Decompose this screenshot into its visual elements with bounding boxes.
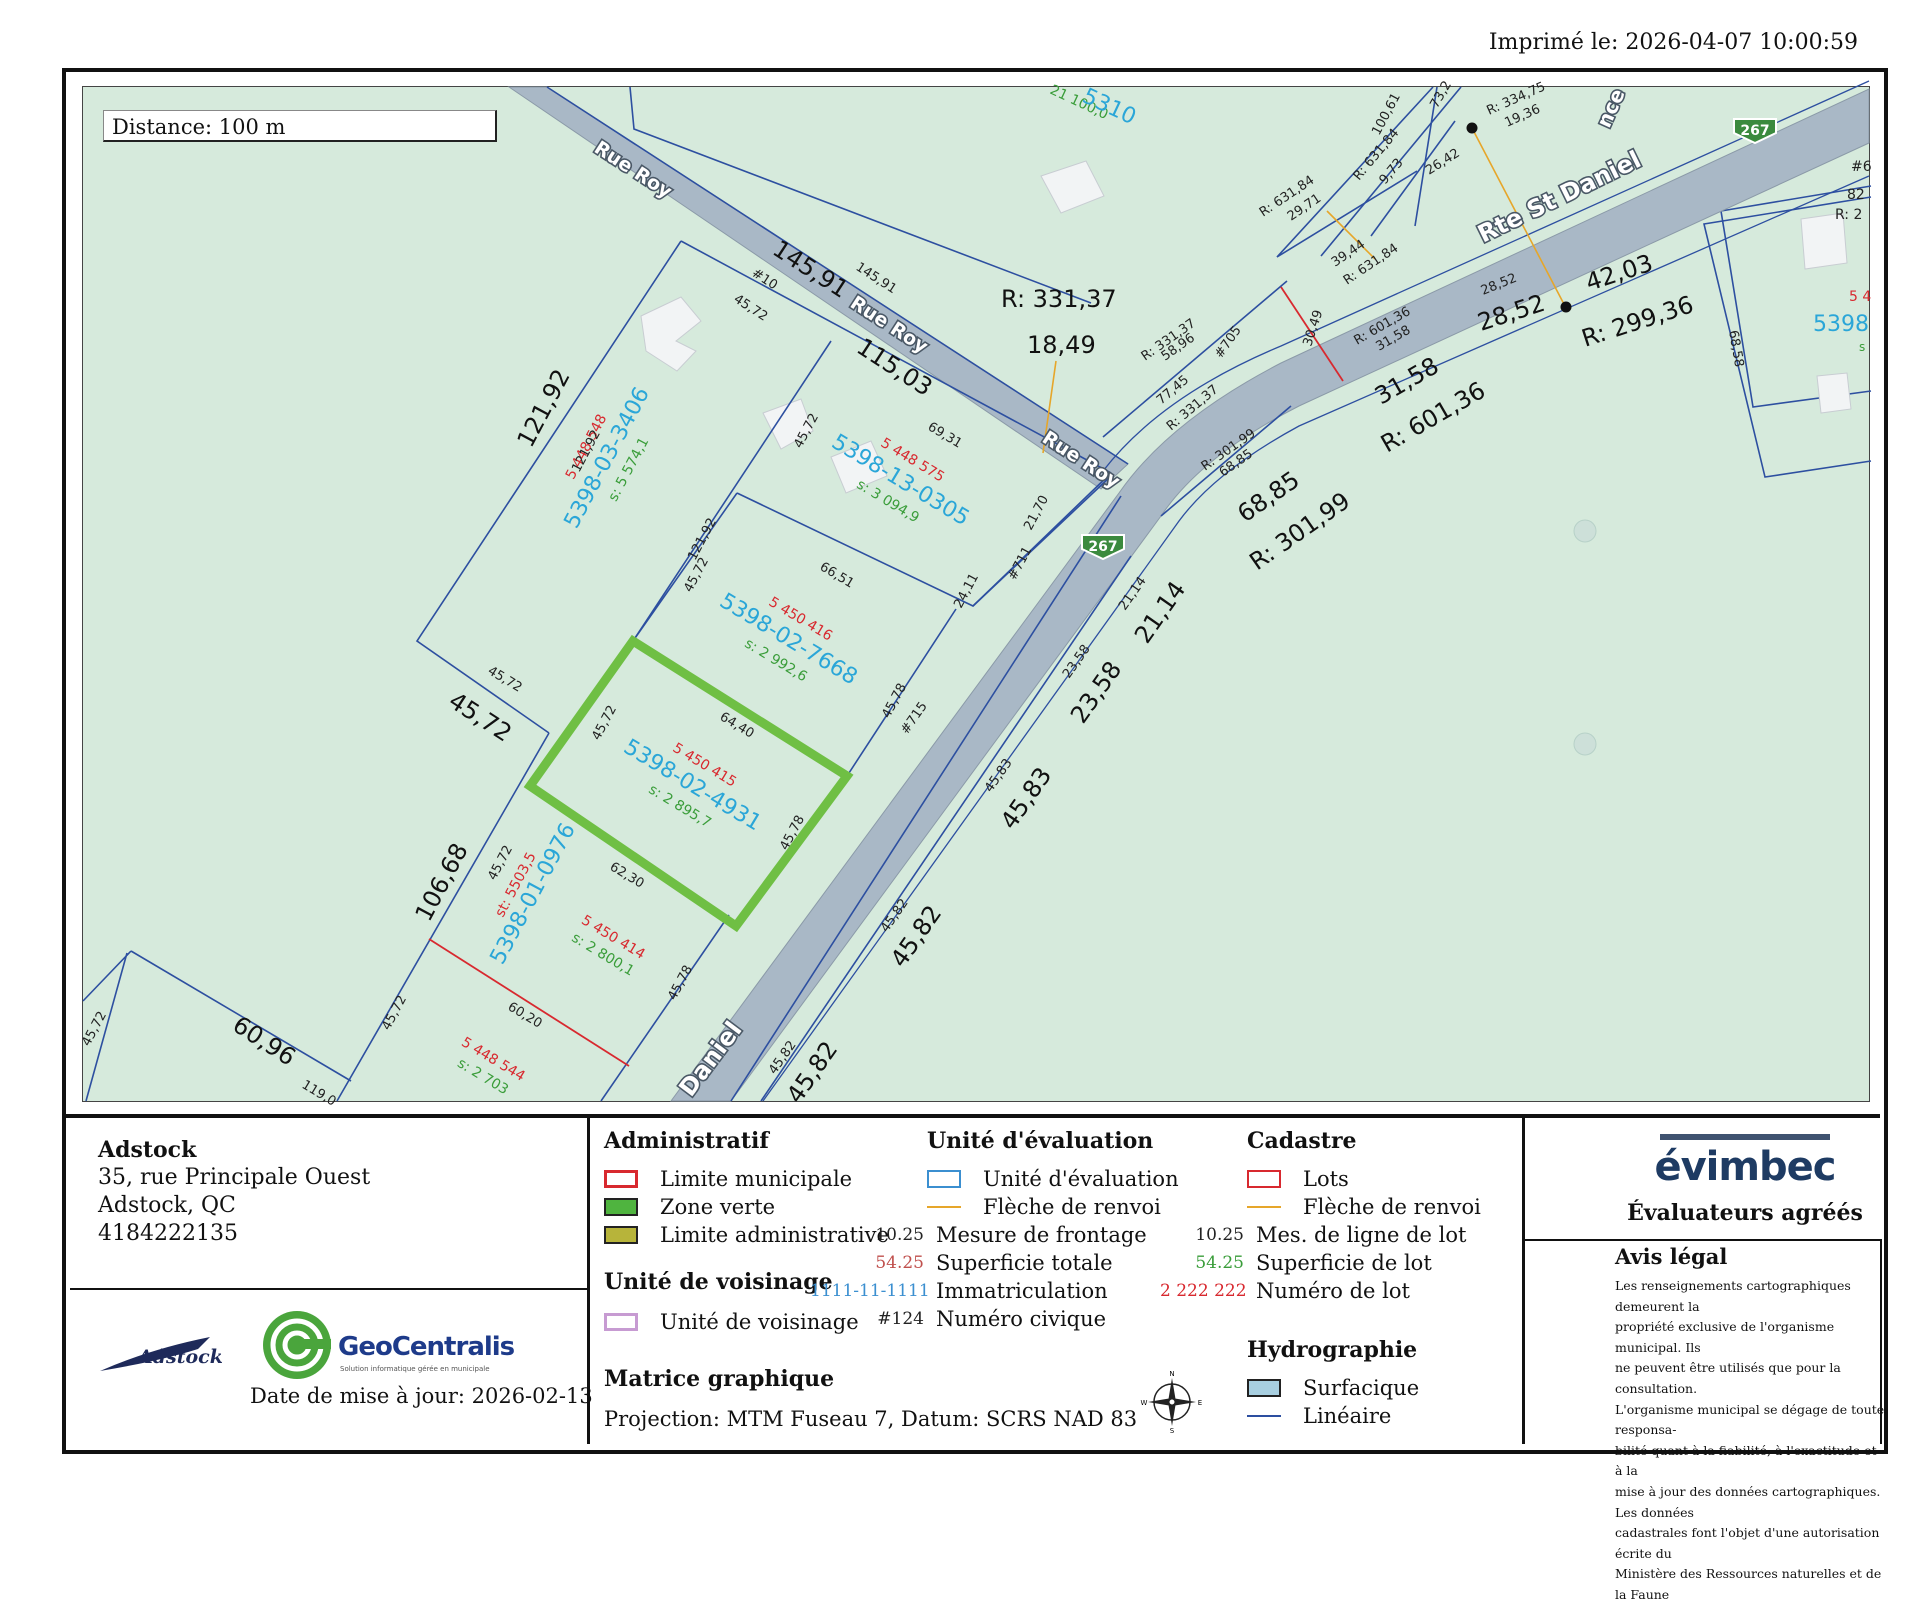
legend-divider [70,1288,588,1290]
lot-lines [82,86,1292,1102]
legend-limite-administrative: Limite administrative [604,1223,889,1247]
logos-svg: Adstock GeoCentralis Solution informatiq… [100,1311,516,1379]
route-shield-mid: 267 [1081,534,1125,561]
hydro-title: Hydrographie [1247,1337,1418,1363]
route-shield-label: 267 [1088,539,1117,555]
buildings [640,160,1852,494]
compass-n: N [1169,1370,1174,1378]
fleche-evaluation-swatch [927,1206,961,1208]
evaluation-title: Unité d'évaluation [927,1128,1154,1154]
route-shield-label: 267 [1740,123,1769,139]
org-street: 35, rue Principale Ouest [98,1165,371,1190]
route-shield-top: 267 [1733,118,1777,145]
printed-date: Imprimé le: 2026-04-07 10:00:59 [1488,30,1858,55]
partial-area: s [1859,340,1865,354]
legend-divider [1522,1114,1525,1444]
page-frame [62,68,1888,1454]
arrow-point [1560,301,1572,313]
org-name: Adstock [98,1137,197,1163]
measure: R: 331,37 [1001,285,1117,313]
org-city: Adstock, QC [98,1193,236,1218]
matrice-title: Matrice graphique [604,1366,835,1392]
legend-panel: Adstock 35, rue Principale Ouest Adstock… [62,1114,1884,1602]
legend-unite-evaluation: Unité d'évaluation [927,1167,1179,1191]
lineaire-swatch [1247,1415,1281,1417]
legend-divider [587,1114,590,1444]
legend-immatriculation: 1111-11-1111 Immatriculation [810,1279,1108,1303]
marker-icon [1573,732,1597,756]
geocentralis-tagline: Solution informatique gérée en municipal… [340,1365,490,1373]
legend-superficie-lot: 54.25 Superficie de lot [1195,1251,1432,1275]
avis-title: Avis légal [1615,1244,1728,1269]
legend-fleche-evaluation: Flèche de renvoi [927,1195,1161,1219]
adstock-swoosh [100,1337,210,1371]
legend-superficie-totale: 54.25 Superficie totale [875,1251,1113,1275]
unite-evaluation-swatch [927,1170,961,1188]
evimbec-tagline: Évaluateurs agréés [1627,1200,1863,1226]
compass-e: E [1198,1399,1202,1407]
legend-fleche-cadastre: Flèche de renvoi [1247,1195,1481,1219]
zone-verte-swatch [604,1198,638,1216]
road-edges [762,80,1870,1102]
selected-lot-outline [523,634,854,933]
limite-municipale-swatch [604,1170,638,1188]
measure: 18,49 [1027,331,1096,359]
lots-swatch [1247,1170,1281,1188]
admin-title: Administratif [604,1128,769,1154]
top-parcel [629,86,1092,304]
partial-matricule: 5398 [1813,312,1869,337]
partial-measure: 82 [1847,187,1865,203]
evimbec-logo-bar [1660,1134,1830,1140]
legend-voisinage: Unité de voisinage [604,1310,859,1334]
compass-rose: N S E W [1140,1370,1204,1438]
legend-lineaire: Linéaire [1247,1404,1391,1428]
scale-distance: Distance: 100 m [103,110,497,142]
logos: Adstock GeoCentralis Solution informatiq… [90,1309,620,1429]
roads [507,86,1870,1102]
voisinage-title: Unité de voisinage [604,1269,833,1295]
avis-divider [1525,1239,1880,1241]
right-parcels [1102,86,1872,478]
surfacique-swatch [1247,1379,1281,1397]
legend-numero-civique: #124 Numéro civique [877,1307,1107,1331]
marker-icon [1573,519,1597,543]
reference-arrows [1042,127,1567,454]
legend-top-border [62,1114,1880,1118]
voisinage-swatch [604,1313,638,1331]
update-date: Date de mise à jour: 2026-02-13 [250,1384,593,1408]
org-address: Adstock 35, rue Principale Ouest Adstock… [98,1136,370,1248]
legend-limite-municipale: Limite municipale [604,1167,852,1191]
geocentralis-logo: GeoCentralis [338,1332,515,1362]
legend-numero-lot: 2 222 222 Numéro de lot [1160,1279,1410,1303]
compass-s: S [1170,1427,1175,1435]
fleche-cadastre-swatch [1247,1206,1281,1208]
cadastre-lines [428,286,1344,1067]
compass-w: W [1141,1399,1148,1407]
legend-surfacique: Surfacique [1247,1376,1419,1400]
evimbec-logo: évimbec [1654,1144,1836,1190]
measure: 68,58 [1725,329,1746,368]
org-phone: 4184222135 [98,1221,238,1246]
arrow-point [1466,122,1478,134]
route-road [670,88,1870,1102]
legend-frontage: 10.25 Mesure de frontage [875,1223,1147,1247]
projection-text: Projection: MTM Fuseau 7, Datum: SCRS NA… [604,1407,1138,1431]
evimbec-brand: évimbec Évaluateurs agréés [1610,1134,1880,1226]
legend-zone-verte: Zone verte [604,1195,775,1219]
partial-measure: R: 2 [1835,207,1862,223]
legend-lots: Lots [1247,1167,1349,1191]
avis-border [1880,1239,1882,1444]
legend-ligne-lot: 10.25 Mes. de ligne de lot [1195,1223,1467,1247]
map-view[interactable]: Rue Roy Rue Roy Rue Roy Rte St Daniel Da… [79,78,1872,1109]
cadastre-title: Cadastre [1247,1128,1357,1154]
avis-text: Les renseignements cartographiques demeu… [1615,1278,1885,1602]
limite-administrative-swatch [604,1226,638,1244]
partial-civic: #6 [1851,159,1872,175]
map-markers [1573,519,1597,756]
partial-lot: 5 4 [1849,289,1871,305]
adstock-logo: Adstock [136,1346,223,1368]
